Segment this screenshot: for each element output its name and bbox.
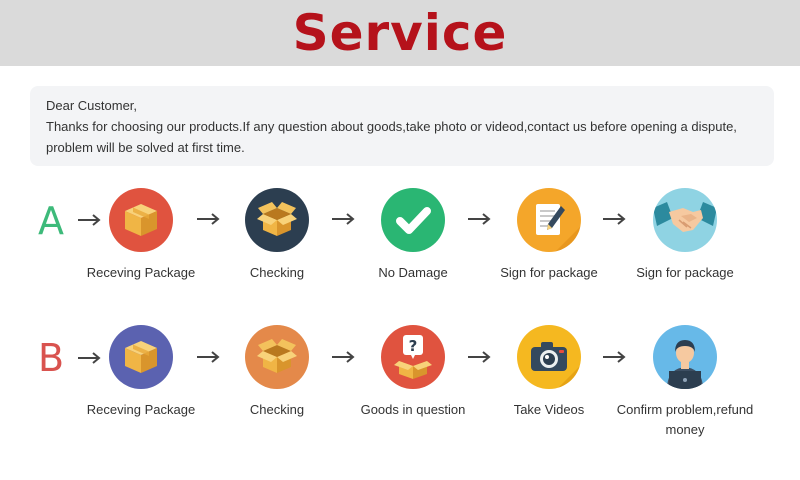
arrow-icon	[197, 351, 220, 363]
step-a-3-no-damage: No Damage	[338, 188, 488, 283]
step-label: Sign for package	[636, 265, 734, 280]
step-label: Checking	[249, 402, 305, 417]
question-box-icon: ?	[381, 325, 445, 389]
notice-body: Thanks for choosing our products.If any …	[46, 119, 737, 134]
step-b-2-checking: Checking	[202, 325, 352, 420]
step-a-1-receiving-package: Receving Package	[66, 188, 216, 283]
arrow-icon	[603, 351, 626, 363]
step-b-4-take-videos: Take Videos	[474, 325, 624, 420]
arrow-icon	[468, 213, 491, 225]
handshake-icon	[653, 188, 717, 252]
step-b-1-receiving-package: Receving Package	[66, 325, 216, 420]
open-box-icon	[245, 188, 309, 252]
step-label: Receving Package	[86, 265, 196, 280]
step-label: Confirm problem,refund money	[616, 402, 754, 437]
notice-greeting: Dear Customer,	[46, 98, 138, 113]
open-box-icon	[245, 325, 309, 389]
arrow-icon	[78, 352, 101, 364]
document-pen-icon	[517, 188, 581, 252]
arrow-icon	[468, 351, 491, 363]
page-title: Service	[292, 4, 508, 62]
svg-text:?: ?	[409, 337, 418, 355]
check-icon	[381, 188, 445, 252]
box-icon	[109, 188, 173, 252]
step-a-2-checking: Checking	[202, 188, 352, 283]
header-bar: Service	[0, 0, 800, 66]
arrow-icon	[197, 213, 220, 225]
step-label: No Damage	[378, 265, 448, 280]
step-b-5-confirm-refund: Confirm problem,refund money	[610, 325, 760, 440]
step-a-4-sign-for-package: Sign for package	[474, 188, 624, 283]
row-b-letter: B	[38, 336, 65, 380]
box-icon	[109, 325, 173, 389]
arrow-icon	[603, 213, 626, 225]
step-label: Sign for package	[500, 265, 598, 280]
step-b-3-goods-in-question: ? Goods in question	[338, 325, 488, 420]
step-label: Checking	[249, 265, 305, 280]
customer-notice: Dear Customer, Thanks for choosing our p…	[30, 86, 774, 166]
row-a-letter: A	[38, 199, 64, 243]
camera-icon	[517, 325, 581, 389]
step-a-5-sign-for-package: Sign for package	[610, 188, 760, 283]
person-laptop-icon	[653, 325, 717, 389]
step-label: Take Videos	[513, 402, 585, 417]
arrow-icon	[78, 214, 101, 226]
notice-closing: problem will be solved at first time.	[46, 140, 245, 155]
arrow-icon	[332, 351, 355, 363]
step-label: Goods in question	[360, 402, 466, 417]
step-label: Receving Package	[86, 402, 196, 417]
arrow-icon	[332, 213, 355, 225]
